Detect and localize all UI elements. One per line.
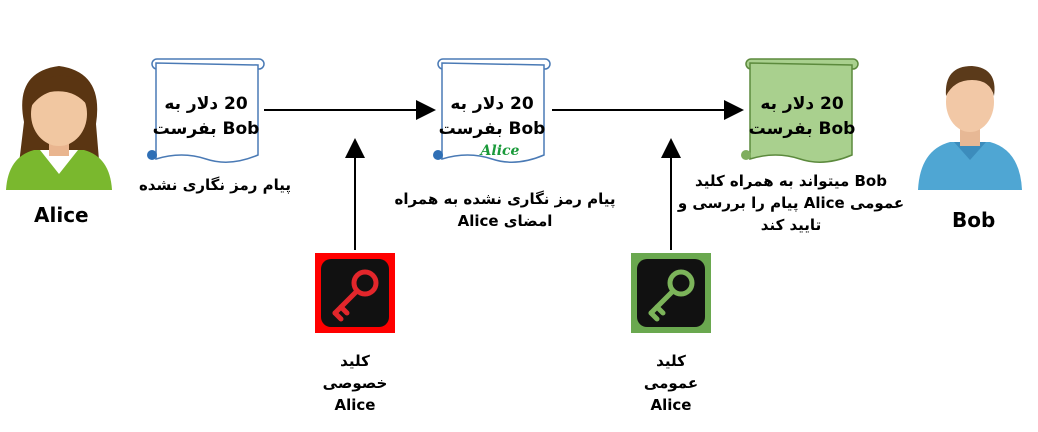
scroll-signed-text: 20 دلار به Bob بفرست bbox=[434, 92, 550, 142]
caption-verified-line1: Bob میتواند به همراه کلید bbox=[695, 172, 887, 190]
scroll-verified-line2: Bob بفرست bbox=[748, 119, 856, 139]
alice-name-label: Alice bbox=[34, 203, 89, 227]
caption-verified-line3: تایید کند bbox=[760, 216, 822, 234]
scroll-verified-text: 20 دلار به Bob بفرست bbox=[744, 92, 860, 142]
private-key-icon bbox=[315, 253, 395, 333]
bob-name-label: Bob bbox=[952, 208, 996, 232]
public-key-icon bbox=[631, 253, 711, 333]
scroll-plain-line1: 20 دلار به bbox=[164, 94, 248, 114]
private-key-line3: Alice bbox=[334, 396, 376, 414]
caption-verified: Bob میتواند به همراه کلید عمومی Alice پی… bbox=[676, 170, 906, 236]
caption-signed: پیام رمز نگاری نشده به همراه امضای Alice bbox=[380, 188, 630, 232]
scroll-verified-icon bbox=[741, 58, 859, 163]
scroll-signed-line2: Bob بفرست bbox=[438, 119, 546, 139]
caption-signed-line2: امضای Alice bbox=[457, 212, 553, 230]
alice-signature: Alice bbox=[480, 143, 520, 159]
caption-plain: پیام رمز نگاری نشده bbox=[138, 176, 292, 194]
public-key-line1: کلید bbox=[656, 352, 686, 370]
caption-verified-line2: عمومی Alice پیام را بررسی و bbox=[677, 194, 905, 212]
alice-avatar-icon bbox=[6, 66, 112, 190]
public-key-caption: کلید عمومی Alice bbox=[621, 350, 721, 416]
public-key-line2: عمومی bbox=[643, 374, 699, 392]
scroll-plain-line2: Bob بفرست bbox=[152, 119, 260, 139]
private-key-line2: خصوصی bbox=[322, 374, 388, 392]
private-key-line1: کلید bbox=[340, 352, 370, 370]
scroll-plain-text: 20 دلار به Bob بفرست bbox=[148, 92, 264, 142]
scroll-plain-icon bbox=[147, 58, 265, 163]
scroll-signed-line1: 20 دلار به bbox=[450, 94, 534, 114]
scroll-verified-line1: 20 دلار به bbox=[760, 94, 844, 114]
public-key-line3: Alice bbox=[650, 396, 692, 414]
scroll-signed-icon bbox=[433, 58, 551, 163]
private-key-caption: کلید خصوصی Alice bbox=[305, 350, 405, 416]
bob-avatar-icon bbox=[918, 66, 1022, 190]
caption-signed-line1: پیام رمز نگاری نشده به همراه bbox=[394, 190, 616, 208]
